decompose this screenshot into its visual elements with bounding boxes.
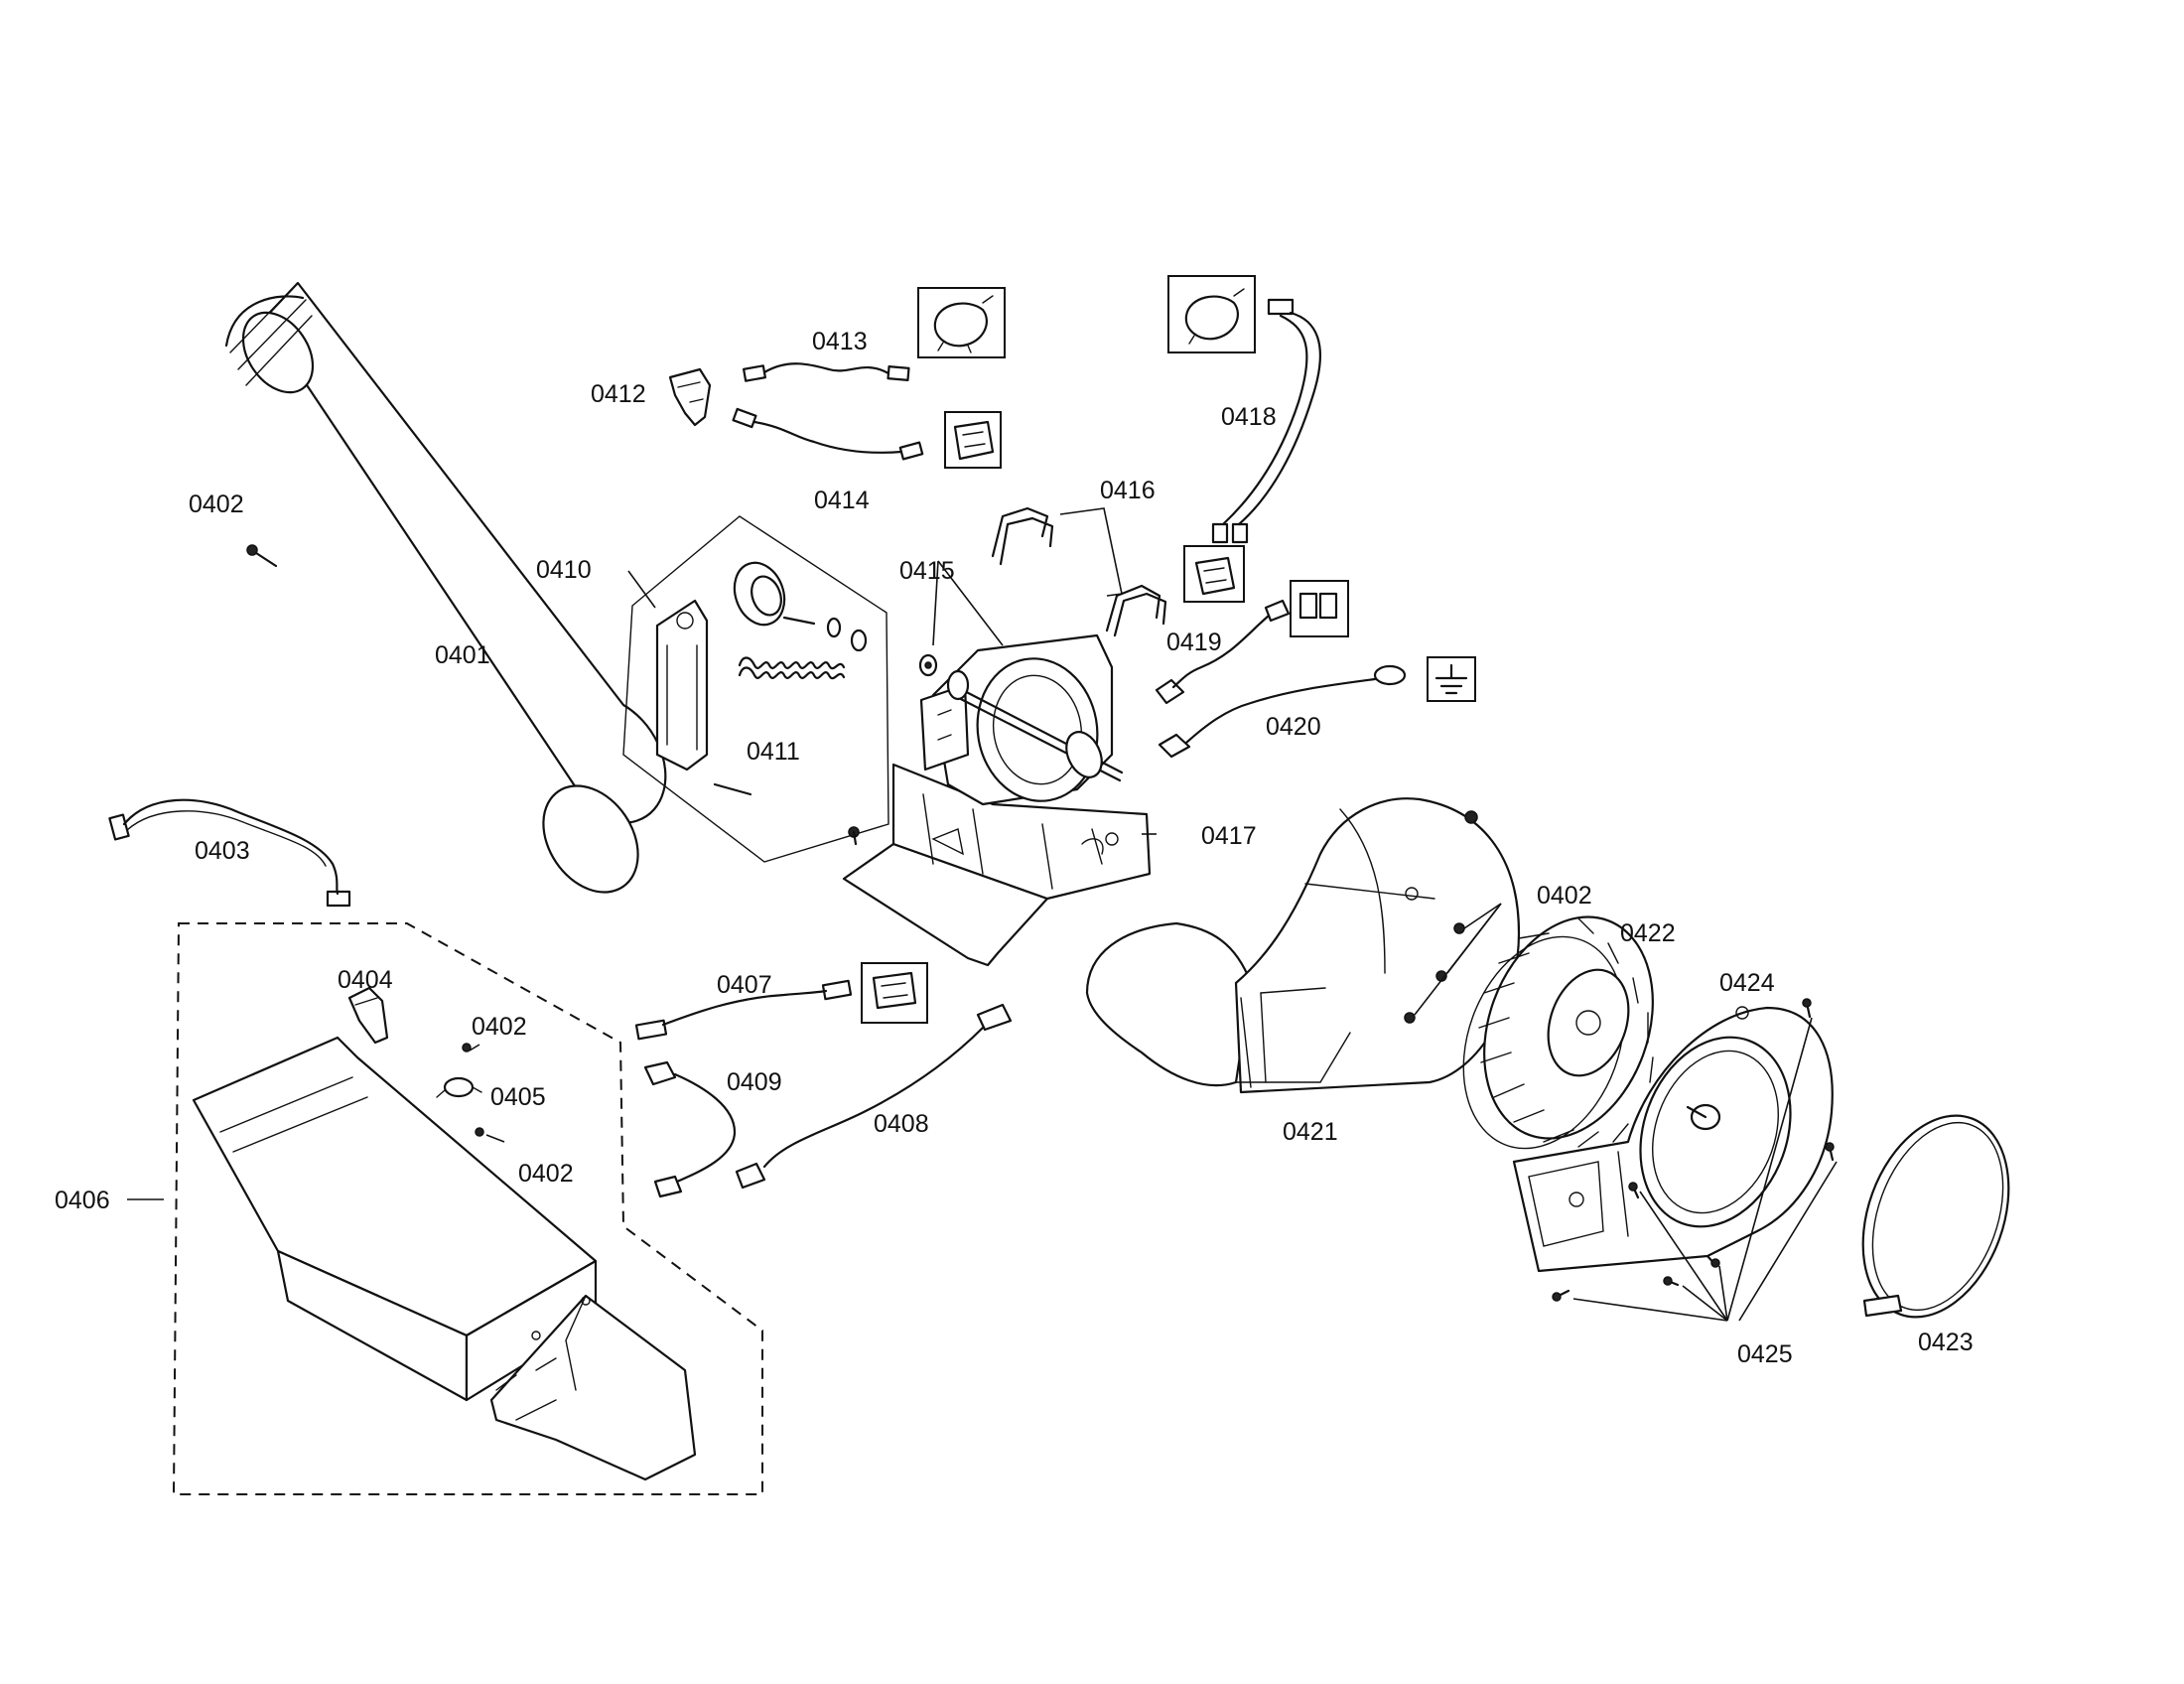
label-0423: 0423 <box>1918 1329 1974 1356</box>
label-0413: 0413 <box>812 328 868 355</box>
label-0406: 0406 <box>55 1187 110 1214</box>
label-0420: 0420 <box>1266 713 1321 741</box>
label-0401: 0401 <box>435 641 490 669</box>
part-0417-motor-bracket <box>842 763 1152 967</box>
part-0409-wire <box>643 1060 737 1198</box>
ground-symbol-icon <box>1427 656 1476 702</box>
label-0402-blower: 0402 <box>1537 882 1592 910</box>
part-0419-wire <box>1155 599 1291 705</box>
part-0412-switch <box>668 367 712 427</box>
label-0405: 0405 <box>490 1083 546 1111</box>
label-0411: 0411 <box>747 738 800 766</box>
part-0421-blower-housing <box>1085 797 1521 1094</box>
part-0425-screws <box>1552 998 1835 1302</box>
part-0410-idler-assembly <box>622 515 889 863</box>
label-0422: 0422 <box>1620 919 1676 947</box>
label-0408: 0408 <box>874 1110 929 1138</box>
connector-symbol-icon <box>1183 545 1245 603</box>
label-0415: 0415 <box>899 557 955 585</box>
part-0408-wire <box>735 1003 1013 1190</box>
label-0404: 0404 <box>338 966 393 994</box>
label-0410: 0410 <box>536 556 592 584</box>
label-0424: 0424 <box>1719 969 1775 997</box>
part-0403-wire-harness <box>108 798 351 908</box>
motor-symbol-icon <box>917 287 1006 358</box>
part-0415-motor <box>918 633 1124 806</box>
part-0413-wire <box>743 362 910 382</box>
label-0417: 0417 <box>1201 822 1257 850</box>
connector-symbol-icon <box>861 962 928 1024</box>
part-0402-screw <box>246 544 278 568</box>
connector-symbol-icon <box>1290 580 1349 637</box>
label-0402-heater-top: 0402 <box>472 1013 527 1041</box>
label-0425: 0425 <box>1737 1340 1793 1368</box>
part-0424-rear-housing <box>1512 1006 1834 1273</box>
part-0423-drum-belt <box>1861 1114 2010 1319</box>
part-labels: 0401 0402 0403 0404 0402 0405 0402 0406 … <box>55 328 1974 1368</box>
label-0407: 0407 <box>717 971 772 999</box>
part-0416-clips <box>991 506 1167 637</box>
part-0422-blower-wheel <box>1462 915 1654 1150</box>
motor-symbol-icon <box>1167 275 1256 353</box>
part-0402-screws-heater <box>462 1043 484 1137</box>
label-0416: 0416 <box>1100 477 1156 504</box>
part-0404-thermostat <box>347 986 389 1045</box>
part-0405-thermal-fuse <box>436 1076 482 1098</box>
part-0414-wire <box>732 407 924 461</box>
part-0411-spring <box>738 656 846 680</box>
leader-lines <box>127 507 1838 1322</box>
label-0421: 0421 <box>1283 1118 1338 1146</box>
part-0402-screws <box>1404 922 1465 1024</box>
part-0401-heater-duct <box>224 281 667 894</box>
label-0412: 0412 <box>591 380 646 408</box>
part-0418-wire <box>1211 298 1321 544</box>
label-0402: 0402 <box>189 491 244 518</box>
label-0402-heater-bottom: 0402 <box>518 1160 574 1188</box>
part-0420-ground-wire <box>1158 664 1407 759</box>
label-0403: 0403 <box>195 837 250 865</box>
part-0407-wire <box>634 979 853 1041</box>
part-0406-heater-assembly <box>172 922 763 1495</box>
connector-symbol-icon <box>944 411 1002 469</box>
label-0409: 0409 <box>727 1068 782 1096</box>
label-0418: 0418 <box>1221 403 1277 431</box>
label-0414: 0414 <box>814 487 870 514</box>
label-0419: 0419 <box>1166 629 1222 656</box>
